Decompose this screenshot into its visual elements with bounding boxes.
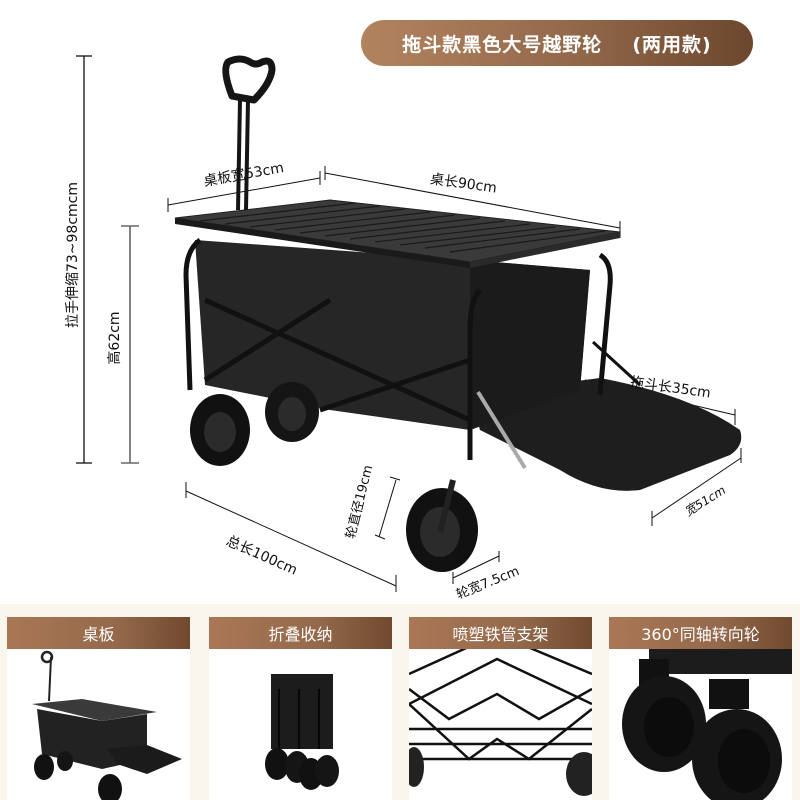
main-product-illustration (76, 55, 742, 592)
product-title: 拖斗款黑色大号越野轮 (402, 33, 603, 56)
rear-left-wheel (190, 394, 250, 466)
product-variant: (两用款) (632, 33, 712, 56)
feature-header-folding: 折叠收纳 (209, 617, 392, 649)
feature-header-table: 桌板 (7, 617, 190, 649)
feature-header-frame: 喷塑铁管支架 (409, 617, 592, 649)
folded-cart-image (209, 649, 392, 800)
product-title-banner: 拖斗款黑色大号越野轮 (两用款) (361, 20, 753, 66)
pull-handle (222, 55, 276, 211)
swivel-wheel-image (609, 649, 792, 800)
rear-right-wheel (265, 382, 319, 442)
tailgate-width-line (651, 448, 742, 526)
tailgate (470, 378, 742, 491)
height-label: 高62cm (107, 311, 123, 365)
feature-label: 360°同轴转向轮 (641, 625, 760, 644)
table-slats (199, 202, 606, 253)
total-length-line (185, 482, 397, 592)
wagon-cart (174, 55, 742, 572)
feature-header-wheels: 360°同轴转向轮 (609, 617, 792, 649)
handle-dimension-line (76, 55, 92, 464)
height-dimension-line (121, 225, 139, 464)
wheel-diameter-line (374, 476, 401, 540)
front-wheel (406, 479, 478, 572)
feature-label: 桌板 (82, 625, 115, 644)
table-width-line (167, 171, 321, 212)
table-cart-image (7, 649, 190, 800)
feature-label: 喷塑铁管支架 (452, 625, 549, 644)
handle-extension-label: 拉手伸缩73~98cmcm (65, 181, 81, 329)
wheel-width-line (452, 551, 500, 584)
feature-label: 折叠收纳 (268, 625, 333, 644)
steel-frame-image (409, 649, 592, 800)
